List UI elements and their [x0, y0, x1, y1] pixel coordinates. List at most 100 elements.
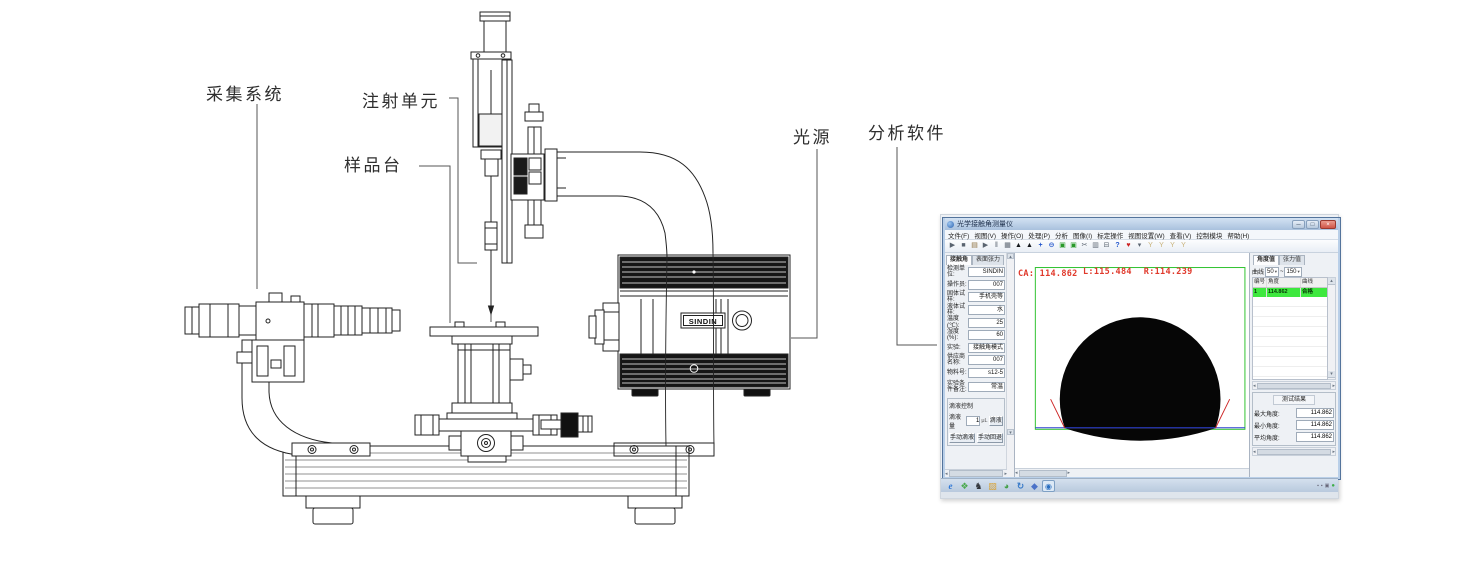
taskbar: e ❖ ♞ ▨ ◕ ↻ ◆ ◉ ▪ ▪ ▣ ● [941, 478, 1338, 493]
manual-back-button[interactable]: 手动回退 [977, 433, 1003, 444]
menu-control-module[interactable]: 控制模块 [1196, 232, 1223, 240]
tool-bar: ▶ ■ ▤ ▶ ‖ ▦ ▲ ▲ + ⊖ ▣ ▣ ✂ ▥ ⊟ ? ♥ ▾ Y Y [945, 240, 1338, 253]
temperature-field[interactable]: 25 [968, 317, 1005, 328]
detect-unit-field[interactable]: SINDIN [968, 267, 1005, 278]
messenger-icon[interactable]: ❖ [960, 481, 969, 491]
maximize-button[interactable]: □ [1306, 219, 1319, 229]
stop-icon[interactable]: ■ [961, 242, 966, 249]
range-max-select[interactable]: 150▾ [1284, 266, 1302, 277]
drop-control-title: 滴液控制 [949, 404, 974, 411]
tool-y4-icon[interactable]: Y [1181, 242, 1186, 249]
table-row[interactable] [1253, 317, 1327, 327]
caret-icon[interactable]: ▾ [1137, 242, 1142, 249]
table-row[interactable] [1253, 337, 1327, 347]
liquid-sample-field[interactable]: 水 [968, 305, 1005, 316]
menu-operate[interactable]: 操作(O) [1000, 232, 1024, 240]
drop-amount-input[interactable]: 1 [965, 416, 981, 427]
menu-help[interactable]: 帮助(H) [1227, 232, 1250, 240]
tab-angle-values[interactable]: 角度值 [1253, 255, 1280, 265]
minimize-button[interactable]: ─ [1292, 219, 1305, 229]
play-icon[interactable]: ▶ [949, 242, 956, 249]
tray-status-icon[interactable]: ● [1331, 483, 1335, 489]
camera-icon[interactable]: ▲ [1015, 242, 1022, 249]
table-row[interactable] [1253, 307, 1327, 317]
close-button[interactable]: × [1320, 219, 1336, 229]
brand-logo: SINDIN [689, 317, 717, 326]
condition-note-field[interactable]: 常温 [968, 382, 1005, 393]
measure-icon[interactable]: ▣ [1059, 242, 1066, 249]
tool-y2-icon[interactable]: Y [1159, 242, 1164, 249]
supplier-field[interactable]: 007 [968, 355, 1005, 366]
range-min-select[interactable]: 50▾ [1265, 266, 1279, 277]
field-row: 湿度(%):60 [947, 328, 1005, 342]
tool-y3-icon[interactable]: Y [1170, 242, 1175, 249]
tab-surface-tension[interactable]: 表面张力 [972, 255, 1005, 265]
print-icon[interactable]: ⊟ [1103, 242, 1110, 249]
image-horizontal-scrollbar[interactable]: ◂▸ [1015, 468, 1249, 477]
camera2-icon[interactable]: ▲ [1026, 242, 1033, 249]
label-camera-system: 采集系统 [206, 85, 284, 104]
help-icon[interactable]: ? [1115, 242, 1120, 249]
cart-icon[interactable]: ♞ [974, 481, 983, 491]
title-bar[interactable]: 光学接触角测量仪 ─ □ × [945, 218, 1338, 230]
drop-icon[interactable]: ♥ [1126, 242, 1131, 249]
table-vertical-scrollbar[interactable]: ▴▾ [1328, 277, 1336, 380]
cut-icon[interactable]: ✂ [1081, 242, 1088, 249]
material-no-field[interactable]: s12-5 [968, 368, 1005, 379]
light-source: SINDIN [588, 254, 791, 397]
table-row[interactable] [1253, 367, 1327, 377]
manual-drop-button[interactable]: 手动滴液 [949, 433, 975, 444]
table-row[interactable] [1253, 327, 1327, 337]
table-row[interactable] [1253, 297, 1327, 307]
table-row[interactable] [1253, 357, 1327, 367]
table-horizontal-scrollbar[interactable]: ◂▸ [1252, 381, 1336, 390]
menu-file[interactable]: 文件(F) [948, 232, 970, 240]
operator-field[interactable]: 007 [968, 279, 1005, 290]
field-row: 实验条件备注:常温 [947, 381, 1005, 394]
shield-icon[interactable]: ◆ [1031, 481, 1038, 491]
photos-icon[interactable]: ▨ [988, 481, 997, 491]
left-horizontal-scrollbar[interactable]: ◂▸ [945, 469, 1007, 477]
menu-check[interactable]: 查看(V) [1169, 232, 1192, 240]
menu-calibration[interactable]: 标定操作 [1097, 232, 1124, 240]
menu-analysis[interactable]: 分析 [1055, 232, 1069, 240]
left-vertical-scrollbar[interactable]: ▴▾ [1006, 253, 1014, 477]
menu-layout[interactable]: 视图设置(W) [1128, 232, 1165, 240]
tab-contact-angle[interactable]: 接触角 [946, 255, 973, 265]
tray-icon[interactable]: ▪ [1320, 483, 1323, 489]
browser-icon[interactable]: ◕ [1003, 481, 1010, 491]
panel-horizontal-scrollbar[interactable]: ◂▸ [1252, 447, 1336, 456]
tray-icon[interactable]: ▣ [1324, 483, 1330, 489]
system-tray[interactable]: ▪ ▪ ▣ ● [1317, 483, 1335, 489]
left-tangent [1050, 399, 1066, 429]
measure2-icon[interactable]: ▣ [1070, 242, 1077, 249]
label-light-source: 光源 [793, 128, 832, 147]
app-window: 光学接触角测量仪 ─ □ × 文件(F) 视图(V) 操作(O) 处理(P) 分… [942, 217, 1341, 480]
field-row: 温度(℃):25 [947, 316, 1005, 329]
min-angle-value: 114.862 [1296, 420, 1334, 430]
water-drop-icon[interactable]: ◉ [1042, 480, 1055, 492]
drop-button[interactable]: 滴液 [988, 416, 1003, 427]
experiment-field[interactable]: 接触角模式 [968, 342, 1005, 353]
pause-icon[interactable]: ‖ [995, 242, 998, 249]
instrument-drawing: SINDIN [184, 11, 937, 525]
solid-sample-field[interactable]: 手机壳等 [968, 292, 1005, 303]
tool-y1-icon[interactable]: Y [1148, 242, 1153, 249]
tab-tension-values[interactable]: 张力值 [1279, 255, 1306, 265]
menu-view[interactable]: 视图(V) [974, 232, 996, 240]
record-icon[interactable]: ▶ [982, 242, 989, 249]
field-row: 检测单位:SINDIN [947, 266, 1005, 279]
move-icon[interactable]: + [1038, 242, 1043, 249]
table-row[interactable] [1253, 347, 1327, 357]
sync-icon[interactable]: ↻ [1016, 481, 1025, 491]
copy-icon[interactable]: ▥ [1092, 242, 1099, 249]
tray-icon[interactable]: ▪ [1317, 483, 1319, 489]
zoom-out-icon[interactable]: ⊖ [1048, 242, 1055, 249]
grid-icon[interactable]: ▦ [1004, 242, 1011, 249]
humidity-field[interactable]: 60 [968, 330, 1005, 341]
menu-image[interactable]: 图像(I) [1073, 232, 1093, 240]
menu-process[interactable]: 处理(P) [1028, 232, 1051, 240]
table-row-selected[interactable]: 1 114.862 合格 [1253, 288, 1327, 297]
ie-icon[interactable]: e [948, 481, 953, 491]
open-icon[interactable]: ▤ [971, 242, 978, 249]
